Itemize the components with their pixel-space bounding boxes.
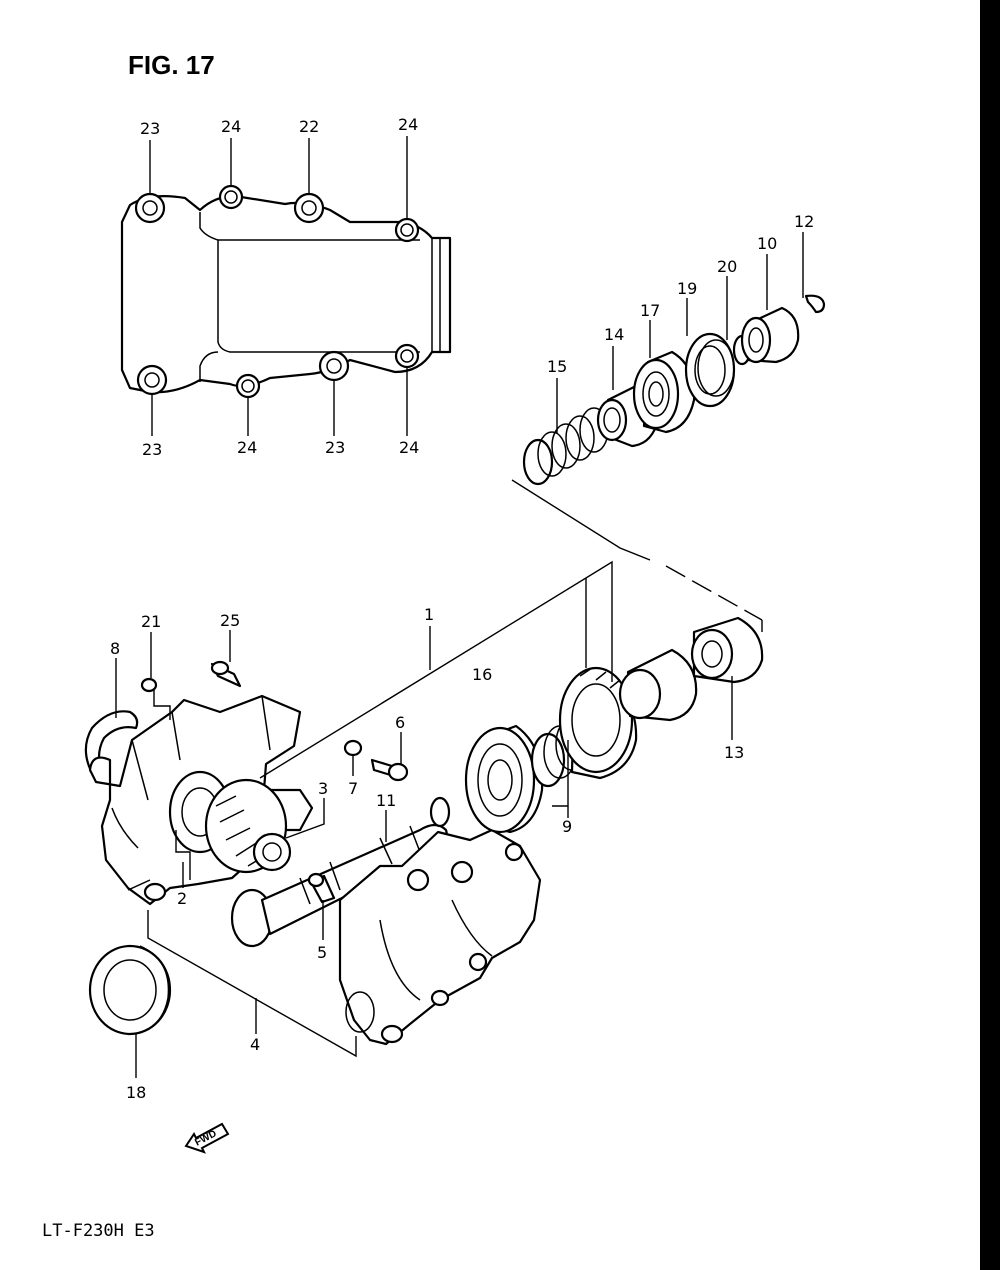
model-code: LT-F230H E3 <box>42 1221 155 1241</box>
callout-23: 23 <box>142 440 162 459</box>
callout-3: 3 <box>318 779 328 798</box>
callout-13: 13 <box>724 743 744 762</box>
figure-title: FIG. 17 <box>128 50 215 80</box>
callout-22: 22 <box>299 117 319 136</box>
upper-right-leaders <box>511 232 804 632</box>
callout-14: 14 <box>604 325 624 344</box>
callout-24: 24 <box>399 438 419 457</box>
part-2-bracket <box>175 830 191 880</box>
callout-2: 2 <box>177 889 187 908</box>
callout-25: 25 <box>220 611 240 630</box>
callout-18: 18 <box>126 1083 146 1102</box>
callout-12: 12 <box>794 212 814 231</box>
callout-4: 4 <box>250 1035 260 1054</box>
bevel-gear-part-3 <box>204 778 292 874</box>
dowel-part-25 <box>210 660 242 688</box>
callout-17: 17 <box>640 301 660 320</box>
callout-24: 24 <box>237 438 257 457</box>
fwd-arrow-icon: FWD <box>184 1122 230 1154</box>
callout-1: 1 <box>424 605 434 624</box>
callout-5: 5 <box>317 943 327 962</box>
main-assembly-leaders <box>115 560 733 1078</box>
o-ring-part-21 <box>140 677 158 693</box>
callout-labels: 23 24 22 24 23 24 23 24 12 10 20 19 17 1… <box>110 115 814 1102</box>
gear-case-cover <box>338 828 542 1046</box>
callout-15: 15 <box>547 357 567 376</box>
callout-6: 6 <box>395 713 405 732</box>
gasket-leaders <box>149 136 408 436</box>
callout-24: 24 <box>221 117 241 136</box>
oil-seal-part-18 <box>88 944 172 1036</box>
callout-19: 19 <box>677 279 697 298</box>
spring-bearing-stack <box>522 294 826 486</box>
callout-20: 20 <box>717 257 737 276</box>
callout-21: 21 <box>141 612 161 631</box>
callout-10: 10 <box>757 234 777 253</box>
callout-9: 9 <box>562 817 572 836</box>
scan-edge-bar <box>980 0 1000 1270</box>
cover-gasket <box>120 184 452 399</box>
callout-24: 24 <box>398 115 418 134</box>
callout-8: 8 <box>110 639 120 658</box>
callout-16: 16 <box>472 665 492 684</box>
spring-part-15 <box>522 407 609 486</box>
bearing-part-17 <box>632 350 696 434</box>
gear-case-housing <box>88 694 314 906</box>
washer-part-7 <box>343 739 363 757</box>
sleeve-part-10 <box>740 306 800 364</box>
coupling-part-13 <box>618 616 764 722</box>
circlip-part-12 <box>804 294 826 314</box>
bolt-part-6 <box>370 758 409 782</box>
bearing-part-16 <box>464 724 544 834</box>
callout-7: 7 <box>348 779 358 798</box>
pin-part-5 <box>307 872 336 904</box>
callout-11: 11 <box>376 791 396 810</box>
shaft-part-11 <box>230 796 451 948</box>
callout-23: 23 <box>140 119 160 138</box>
ring-part-19 <box>684 332 736 408</box>
callout-23: 23 <box>325 438 345 457</box>
spring-part-9-group <box>530 666 638 788</box>
